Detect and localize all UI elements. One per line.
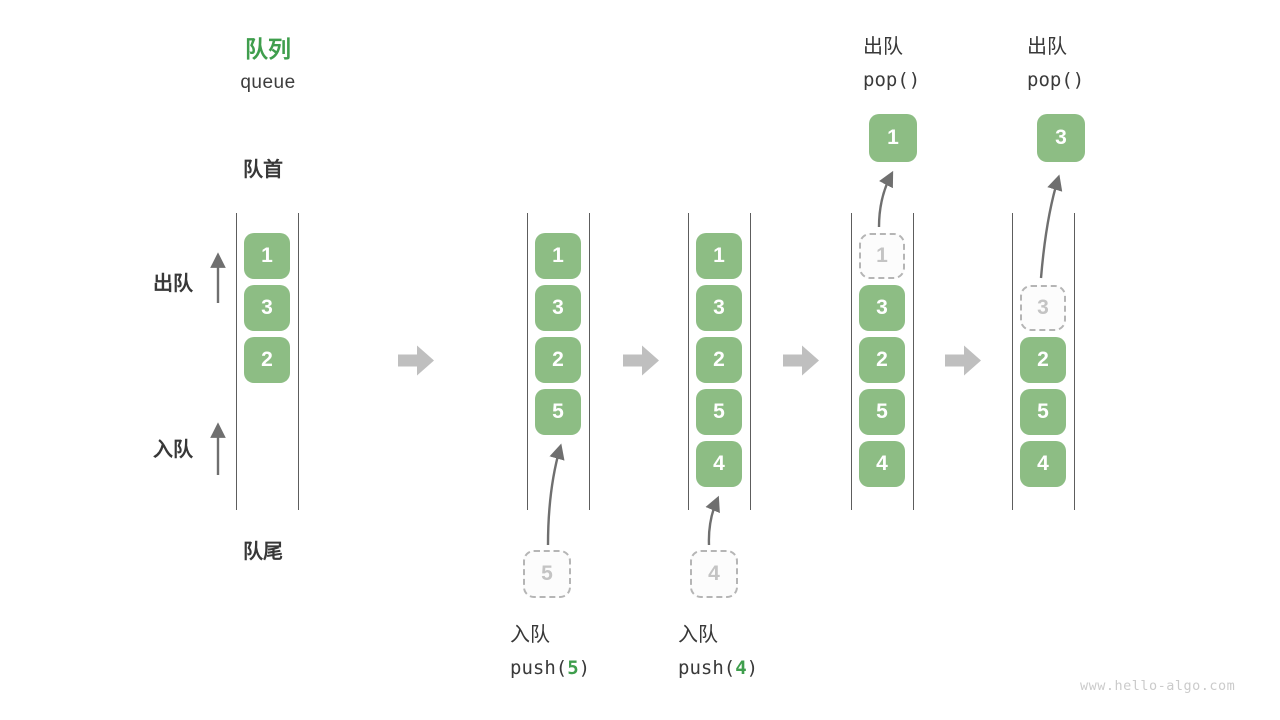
code-fn-close: ) — [578, 657, 591, 679]
next-step-arrow — [398, 345, 434, 376]
next-step-arrow — [783, 345, 819, 376]
queue-item: 2 — [1020, 337, 1066, 383]
queue-item: 4 — [859, 441, 905, 487]
queue-item: 2 — [244, 337, 290, 383]
code-fn-open: push( — [678, 657, 736, 679]
dequeue-operation-pop1: 出队 pop() — [863, 30, 920, 91]
watermark: www.hello-algo.com — [1080, 678, 1236, 694]
queue-item: 3 — [859, 285, 905, 331]
operation-code: push(4) — [678, 657, 758, 679]
operation-name: 入队 — [510, 624, 550, 646]
popped-item: 1 — [869, 114, 917, 162]
removed-item-ghost: 1 — [859, 233, 905, 279]
queue-container-3 — [688, 213, 751, 510]
queue-item: 2 — [859, 337, 905, 383]
queue-item: 5 — [535, 389, 581, 435]
next-step-arrow — [623, 345, 659, 376]
queue-rear-label: 队尾 — [243, 541, 283, 563]
incoming-item-ghost: 4 — [690, 550, 738, 598]
enqueue-side-label: 入队 — [153, 439, 193, 461]
queue-item: 3 — [696, 285, 742, 331]
queue-container-5 — [1012, 213, 1075, 510]
queue-item: 1 — [244, 233, 290, 279]
code-arg: 4 — [735, 657, 747, 679]
queue-item: 4 — [696, 441, 742, 487]
dequeue-operation-pop2: 出队 pop() — [1027, 30, 1084, 91]
queue-container-4 — [851, 213, 914, 510]
queue-item: 4 — [1020, 441, 1066, 487]
queue-container-2 — [527, 213, 590, 510]
queue-item: 1 — [696, 233, 742, 279]
queue-item: 2 — [535, 337, 581, 383]
incoming-item-ghost: 5 — [523, 550, 571, 598]
queue-item: 5 — [696, 389, 742, 435]
queue-item: 3 — [535, 285, 581, 331]
enqueue-operation-push4: 入队 push(4) — [678, 618, 758, 679]
queue-item: 3 — [244, 285, 290, 331]
queue-item: 5 — [1020, 389, 1066, 435]
enqueue-operation-push5: 入队 push(5) — [510, 618, 590, 679]
operation-code: pop() — [1027, 69, 1085, 91]
operation-name: 入队 — [678, 624, 718, 646]
queue-item: 5 — [859, 389, 905, 435]
operation-code: pop() — [863, 69, 921, 91]
queue-container-1 — [236, 213, 299, 510]
removed-item-ghost: 3 — [1020, 285, 1066, 331]
operation-name: 出队 — [1027, 36, 1067, 58]
dequeue-side-label: 出队 — [153, 273, 193, 295]
code-arg: 5 — [567, 657, 579, 679]
page-subtitle: queue — [240, 72, 296, 93]
queue-front-label: 队首 — [243, 159, 283, 181]
page-title: 队列 — [245, 36, 291, 62]
popped-item: 3 — [1037, 114, 1085, 162]
operation-code: push(5) — [510, 657, 590, 679]
queue-item: 2 — [696, 337, 742, 383]
operation-name: 出队 — [863, 36, 903, 58]
code-fn-open: push( — [510, 657, 568, 679]
code-fn-close: ) — [746, 657, 759, 679]
queue-item: 1 — [535, 233, 581, 279]
next-step-arrow — [945, 345, 981, 376]
